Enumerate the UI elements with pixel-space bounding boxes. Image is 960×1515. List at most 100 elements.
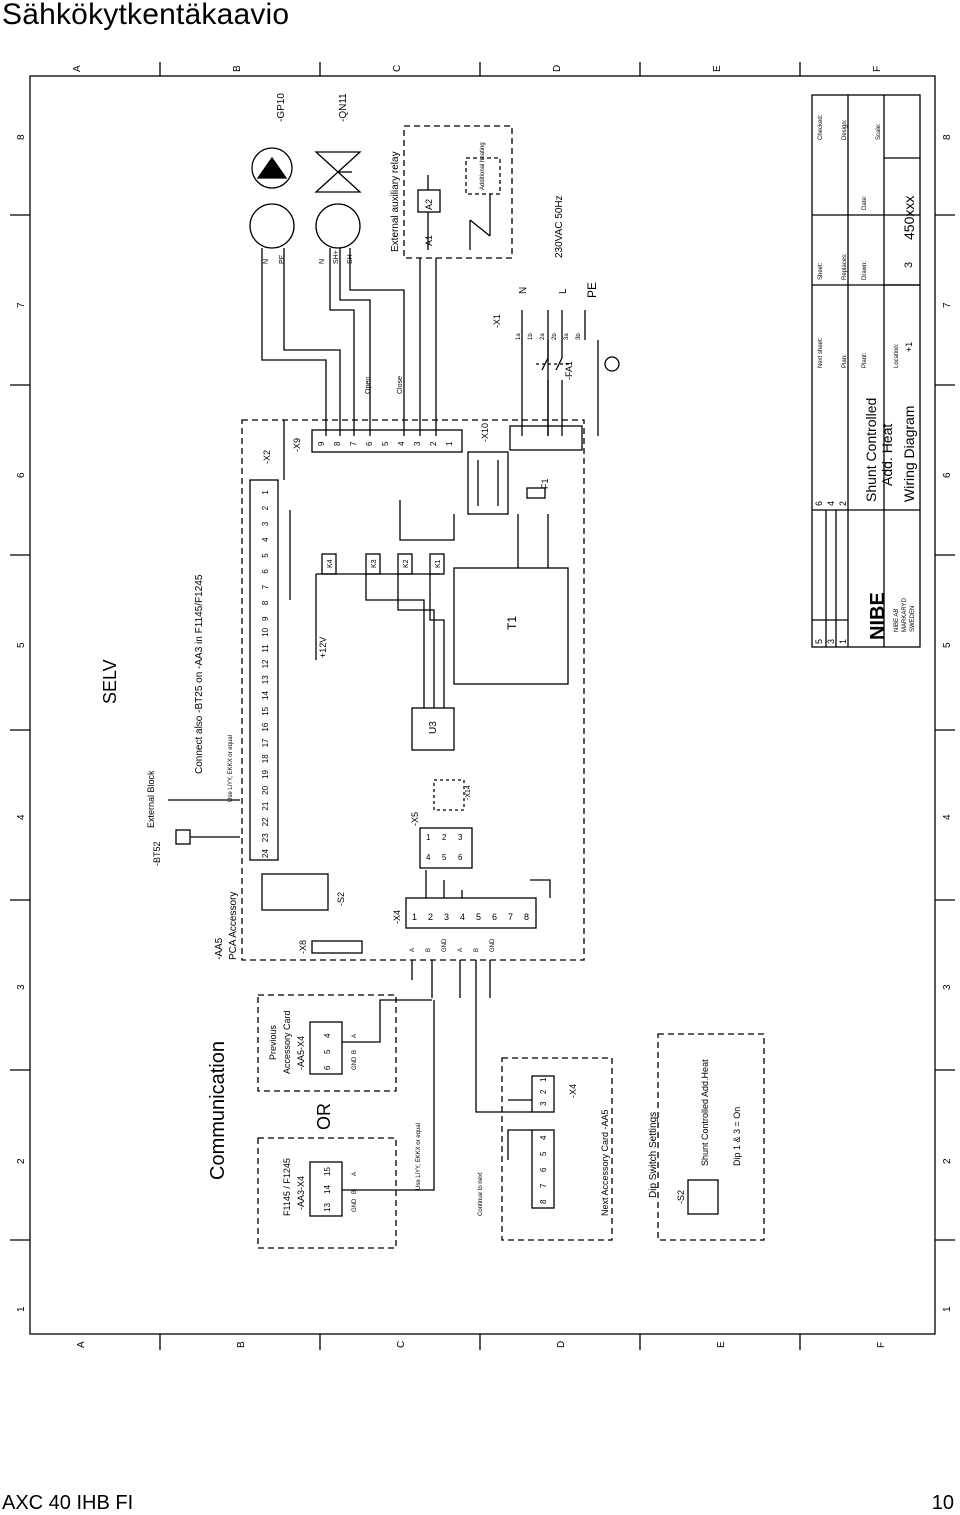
- motor-gp10-symbol: [249, 203, 295, 249]
- relay-coil: [417, 189, 441, 213]
- x4-terminal: 1: [412, 912, 417, 922]
- grid-number: 7: [16, 302, 27, 308]
- next-terminal: 7: [539, 1183, 548, 1188]
- x5-label: -X5: [410, 812, 420, 826]
- title-block-checked: Checked:: [818, 114, 824, 140]
- x14-connector: [433, 779, 465, 811]
- motor2-wire-label: N: [319, 259, 326, 264]
- x1-terminal-strip: [509, 425, 583, 451]
- x1-terminal: 2b: [552, 333, 558, 340]
- title-block-rev: 2: [838, 501, 848, 506]
- previous-terminals: [309, 1021, 343, 1075]
- prev-wire-label: B: [352, 1050, 358, 1054]
- x14-label: -X14: [465, 785, 472, 800]
- title-block-company-3: SWEDEN: [910, 606, 916, 632]
- u3-block: [411, 707, 455, 751]
- x8-label: -X8: [298, 940, 308, 954]
- x1-terminal: 3b: [576, 333, 582, 340]
- x2-terminal: 4: [261, 537, 270, 542]
- prev-terminal: 4: [323, 1033, 332, 1038]
- next-terminal: 6: [539, 1167, 548, 1172]
- x2-terminal: 23: [261, 833, 270, 842]
- title-block-scale: Scale:: [876, 123, 882, 140]
- title-block: [811, 94, 921, 648]
- x4-terminal: 8: [524, 912, 529, 922]
- motor2-wire-label: SH-: [347, 251, 354, 264]
- x9-terminal: 6: [365, 441, 374, 446]
- x5-connector: [419, 827, 473, 869]
- grid-letter: D: [552, 65, 563, 72]
- f1145-terminal: 15: [323, 1167, 332, 1176]
- bt52-label: -BT52: [152, 841, 162, 866]
- dip-s2-label: -S2: [676, 1190, 686, 1204]
- grid-number: 1: [942, 1306, 953, 1312]
- x2-terminal: 3: [261, 521, 270, 526]
- next-terminal: 2: [539, 1089, 548, 1094]
- sheet-frame: [29, 75, 936, 1335]
- x1-label: -X1: [492, 314, 502, 328]
- x2-terminal: 15: [261, 706, 270, 715]
- or-label: OR: [314, 1103, 334, 1130]
- f1145-wire-label: B: [352, 1190, 358, 1194]
- selv-label: SELV: [100, 659, 120, 704]
- bt52-sensor: [175, 829, 191, 845]
- prev-wire-label: GND: [352, 1056, 358, 1070]
- f1145-label-2: -AA3-X4: [296, 1176, 306, 1210]
- x4-terminal: 2: [428, 912, 433, 922]
- transformer-t1: [453, 567, 569, 685]
- pe-label: PE: [585, 282, 599, 298]
- x4-label: -X4: [392, 910, 402, 924]
- title-block-replaces: Replaces:: [842, 253, 848, 280]
- x2-terminal: 13: [261, 675, 270, 684]
- x4-terminal: 5: [476, 912, 481, 922]
- x4-wire-label: B: [426, 948, 432, 952]
- title-block-plan: Plan:: [842, 354, 848, 368]
- title-block-plant: Plant:: [862, 352, 868, 368]
- x10-label: -X10: [480, 423, 490, 442]
- title-block-rev: 6: [814, 501, 824, 506]
- motor1-wire-label: PE: [279, 254, 286, 264]
- ext-block-label: External Block: [146, 770, 156, 828]
- x4-wire-label: B: [474, 948, 480, 952]
- use-cable-2-label: Use LiYY, EKKX or equal: [416, 1123, 422, 1190]
- grid-number: 8: [16, 134, 27, 140]
- dip-switch-box: [657, 1033, 765, 1241]
- title-block-location: Location:: [894, 343, 900, 368]
- x9-terminal: 8: [333, 441, 342, 446]
- x2-terminal: 18: [261, 754, 270, 763]
- prev-terminal: 6: [323, 1065, 332, 1070]
- x1-terminal: 2a: [540, 333, 546, 340]
- plus12v-label: +12V: [318, 637, 328, 658]
- grid-letter: F: [872, 66, 883, 72]
- grid-number: 4: [16, 814, 27, 820]
- title-block-rev: 1: [838, 639, 848, 644]
- x2-terminal: 11: [261, 644, 270, 653]
- close-label: Close: [397, 376, 404, 394]
- next-terminal: 4: [539, 1135, 548, 1140]
- next-terminal: 3: [539, 1101, 548, 1106]
- a1-label: A1: [424, 235, 434, 246]
- dip-line1-label: Shunt Controlled Add.Heat: [700, 1059, 710, 1166]
- use-cable-label: Use LiYY, EKKX or equal: [228, 735, 234, 802]
- x2-terminal: 9: [261, 616, 270, 621]
- grid-number: 6: [16, 472, 27, 478]
- next-terminals-b: [531, 1075, 555, 1113]
- x9-terminal: 4: [397, 441, 406, 446]
- f1145-wire-label: A: [352, 1172, 358, 1176]
- grid-letter: B: [236, 1341, 247, 1348]
- x4-terminal: 7: [508, 912, 513, 922]
- dip-switch-symbol: [687, 1179, 719, 1215]
- grid-letter: E: [712, 65, 723, 72]
- x2-terminal: 2: [261, 505, 270, 510]
- grid-number: 2: [942, 1158, 953, 1164]
- n-label: N: [518, 287, 529, 294]
- a2-label: A2: [424, 199, 434, 210]
- x4-terminal: 3: [444, 912, 449, 922]
- next-terminal: 5: [539, 1151, 548, 1156]
- x4-terminal-strip: [405, 897, 537, 929]
- x9-terminal: 1: [445, 441, 454, 446]
- title-block-rev: 5: [814, 639, 824, 644]
- x4-wire-label: A: [458, 948, 464, 952]
- x2-terminal: 19: [261, 770, 270, 779]
- title-block-rev: 3: [826, 639, 836, 644]
